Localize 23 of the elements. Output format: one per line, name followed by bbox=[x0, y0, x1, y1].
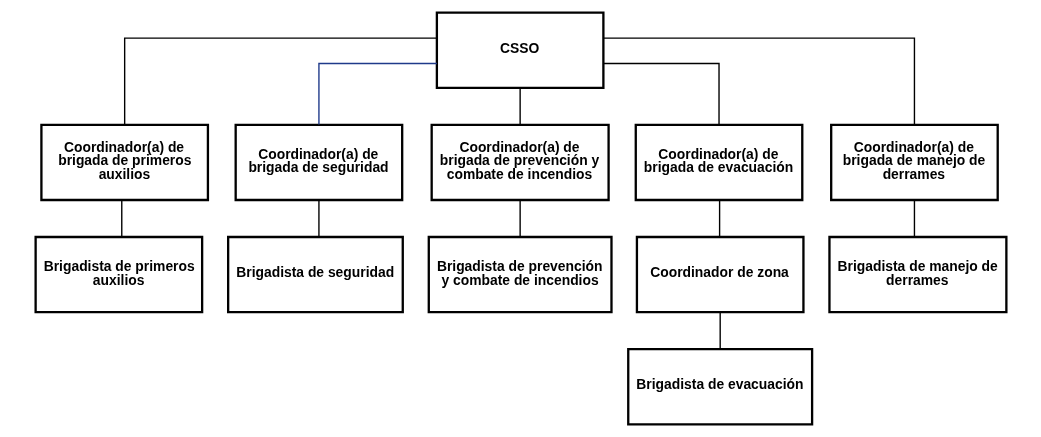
connector bbox=[602, 37, 915, 126]
node-box: Coordinador(a) de brigada de evacuación bbox=[634, 123, 803, 202]
connector bbox=[123, 37, 437, 126]
connector bbox=[518, 87, 521, 126]
connector bbox=[719, 311, 721, 350]
connector bbox=[913, 199, 915, 238]
node-box: Coordinador(a) de brigada de prevención y combate de incendios bbox=[430, 123, 610, 202]
node-box: CSSO bbox=[435, 11, 605, 89]
node-box: Brigadista de seguridad bbox=[226, 235, 404, 314]
node-box: Coordinador de zona bbox=[635, 235, 805, 314]
connector bbox=[518, 199, 521, 238]
connector bbox=[317, 199, 320, 238]
connector bbox=[120, 199, 122, 238]
node-box: Brigadista de manejo de derrames bbox=[827, 235, 1008, 314]
node-box: Brigadista de primeros auxilios bbox=[33, 235, 203, 314]
node-box: Coordinador(a) de brigada de manejo de derrames bbox=[829, 123, 999, 202]
connector bbox=[718, 199, 720, 238]
connector bbox=[602, 62, 720, 126]
node-box: Coordinador(a) de brigada de primeros auxilios bbox=[39, 123, 209, 202]
node-box: Brigadista de prevención y combate de incendios bbox=[427, 235, 613, 314]
connector bbox=[317, 62, 438, 126]
node-box: Coordinador(a) de brigada de seguridad bbox=[234, 123, 403, 202]
node-box: Brigadista de evacuación bbox=[626, 348, 813, 426]
